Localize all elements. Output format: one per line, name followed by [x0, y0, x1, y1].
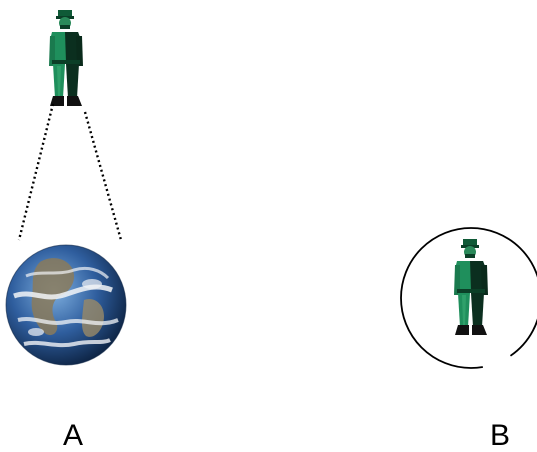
soldier-b-icon: [454, 239, 488, 335]
panel-label-b: B: [490, 421, 510, 451]
panel-a: [6, 10, 126, 365]
sight-line-right: [85, 112, 121, 240]
panel-b: [401, 228, 537, 368]
panel-label-a: A: [63, 421, 83, 451]
soldier-a-icon: [49, 10, 83, 106]
sight-line-left: [19, 104, 53, 240]
earth-globe-icon: [6, 245, 126, 365]
